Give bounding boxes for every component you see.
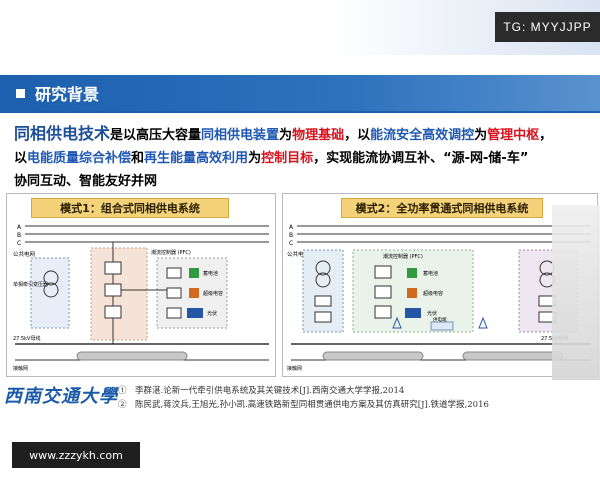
keyword-energy-control: 能流安全高效调控 [370, 128, 475, 143]
train-icon [76, 351, 188, 361]
phase-label-a: A [289, 224, 294, 231]
keyword-power-quality: 电能质量综合补偿 [27, 151, 132, 166]
diagram-mode-2: 模式2：全功率贯通式同相供电系统 A B C 公共电网 潮流控制器 (PFC) … [282, 193, 598, 377]
title-divider [0, 111, 600, 113]
grid-label: 公共电网 [287, 250, 310, 258]
text-span: 为 [279, 128, 293, 143]
transformer-label: 单相牵引变压器 [13, 281, 48, 288]
transformer-coil-1 [43, 270, 59, 286]
university-logo: 西南交通大學 [4, 386, 118, 407]
supercap-icon [407, 288, 417, 298]
bullet-square-icon [16, 88, 25, 98]
intro-paragraph: 同相供电技术是以高压大容量同相供电装置为物理基础，以能流安全高效调控为管理中枢，… [14, 122, 594, 193]
text-span: ，以 [344, 128, 371, 143]
dc-converter-supercap [166, 287, 182, 299]
converter-2 [104, 283, 122, 297]
dc-converter-pv [166, 307, 182, 319]
pv-label: 光伏 [427, 310, 437, 317]
text-span: 是以高压大容量 [110, 128, 202, 143]
pv-label: 光伏 [207, 310, 217, 317]
antenna-icon [392, 316, 402, 329]
supercap-label: 超级电容 [203, 290, 223, 297]
converter-1 [104, 261, 122, 275]
phase-label-b: B [17, 232, 21, 239]
text-span: 协同互动、智能友好并网 [14, 174, 158, 189]
campus-sketch-decoration [552, 205, 600, 380]
pv-panel-icon [405, 308, 421, 318]
text-span: 和 [131, 151, 145, 166]
supercap-icon [189, 288, 199, 298]
train-icon [462, 351, 564, 361]
pv-panel-icon [187, 308, 203, 318]
battery-icon [189, 268, 199, 278]
rail-label: 接触网 [13, 365, 28, 372]
antenna-icon [478, 316, 488, 329]
phase-label-c: C [17, 240, 21, 247]
reference-2: ② 陈民武,蒋汶兵,王旭光,孙小凯.高速铁路新型同相贯通供电方案及其仿真研究[J… [118, 400, 489, 410]
transformer-region [30, 257, 70, 329]
dc-converter-battery [166, 267, 182, 279]
supercap-label: 超级电容 [423, 290, 443, 297]
text-span: 为 [248, 151, 262, 166]
grid-label: 公共电网 [13, 250, 36, 258]
diagram-2-schematic: A B C 公共电网 潮流控制器 (PFC) 蓄电池 超级电容 光伏 供电端 [287, 224, 591, 372]
battery-icon [407, 268, 417, 278]
keyword-device: 同相供电装置 [201, 128, 280, 143]
rail-label: 接触网 [287, 365, 302, 372]
diagram-mode-1: 模式1：组合式同相供电系统 A B C 公共电网 单相牵引变压器 潮流控制器 (… [6, 193, 276, 377]
phase-label-b: B [289, 232, 293, 239]
bus-label: 27.5kV母线 [13, 335, 40, 342]
keyword-tech: 同相供电技术 [14, 124, 111, 143]
section-title-bar: 研究背景 [0, 75, 600, 111]
transformer-coil-2 [43, 282, 59, 298]
phase-label-a: A [17, 224, 22, 231]
keyword-regen-energy: 再生能量高效利用 [144, 151, 249, 166]
phase-label-c: C [289, 240, 293, 247]
text-span: ， [539, 128, 553, 143]
tg-watermark: TG: MYYJJPP [495, 12, 600, 42]
keyword-management-hub: 管理中枢 [487, 128, 540, 143]
diagram-1-schematic: A B C 公共电网 单相牵引变压器 潮流控制器 (PFC) 蓄电池 超级电容 … [13, 224, 269, 372]
center-box [430, 321, 454, 331]
site-watermark: www.zzzykh.com [12, 442, 140, 468]
converter-3 [104, 305, 122, 319]
text-span: 为 [474, 128, 488, 143]
battery-label: 蓄电池 [203, 270, 218, 277]
pfc-label: 潮流控制器 (PFC) [151, 249, 191, 256]
center-label: 供电端 [433, 316, 447, 323]
mode-2-title: 模式2：全功率贯通式同相供电系统 [341, 198, 543, 218]
section-title: 研究背景 [35, 85, 100, 104]
mode-1-title: 模式1：组合式同相供电系统 [31, 198, 229, 218]
pfc-label: 潮流控制器 (PFC) [383, 253, 423, 260]
keyword-physical-basis: 物理基础 [292, 128, 345, 143]
reference-1: ① 李群湛.论新一代牵引供电系统及其关键技术[J].西南交通大学学报,2014 [118, 386, 405, 396]
train-icon [322, 351, 424, 361]
keyword-control-target: 控制目标 [261, 151, 314, 166]
text-span: 以 [14, 151, 28, 166]
battery-label: 蓄电池 [423, 270, 438, 277]
text-span: ，实现能流协调互补、“源-网-储-车” [313, 151, 529, 166]
